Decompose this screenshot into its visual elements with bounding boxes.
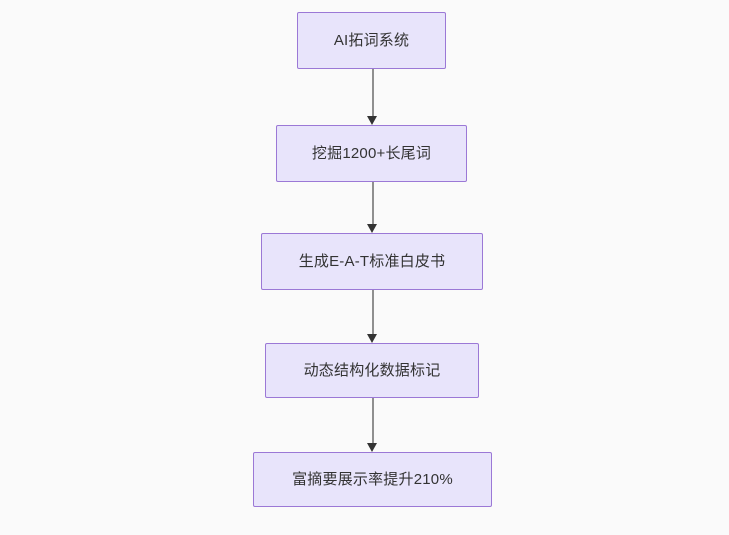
arrowhead-icon bbox=[367, 443, 378, 452]
arrowhead-icon bbox=[367, 116, 378, 125]
flow-node-eat-whitepaper[interactable]: 生成E-A-T标准白皮书 bbox=[261, 233, 483, 290]
edge-line bbox=[372, 398, 374, 445]
edge-n2-n3 bbox=[367, 182, 378, 233]
edge-n4-n5 bbox=[367, 398, 378, 452]
arrowhead-icon bbox=[367, 334, 378, 343]
flow-node-structured-data-markup[interactable]: 动态结构化数据标记 bbox=[265, 343, 479, 398]
edge-line bbox=[372, 182, 374, 226]
flow-node-rich-snippet-result[interactable]: 富摘要展示率提升210% bbox=[253, 452, 492, 507]
arrowhead-icon bbox=[367, 224, 378, 233]
flow-node-longtail-mining[interactable]: 挖掘1200+长尾词 bbox=[276, 125, 467, 182]
edge-line bbox=[372, 290, 374, 336]
edge-line bbox=[372, 69, 374, 118]
edge-n1-n2 bbox=[367, 69, 378, 125]
edge-n3-n4 bbox=[367, 290, 378, 343]
flow-node-ai-keyword-system[interactable]: AI拓词系统 bbox=[297, 12, 446, 69]
